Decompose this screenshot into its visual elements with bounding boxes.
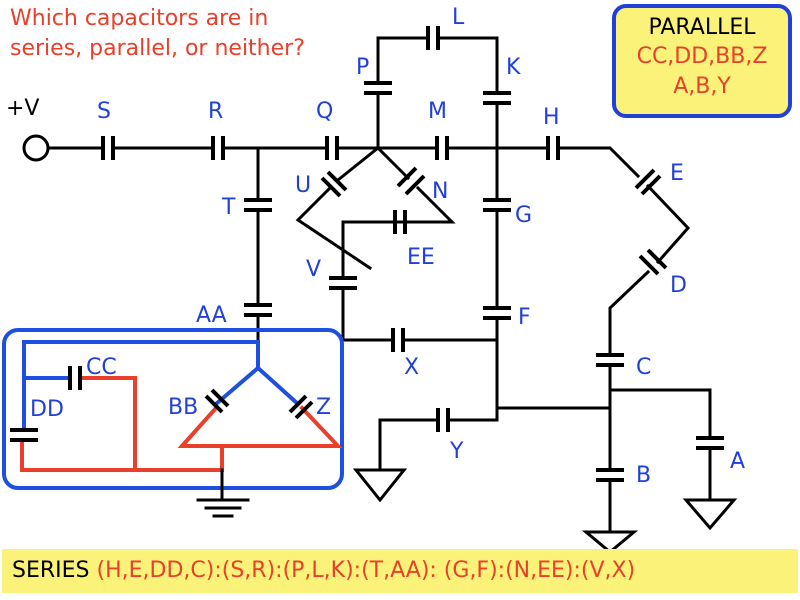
cap-label-BB: BB — [168, 395, 198, 420]
cap-label-L: L — [452, 5, 465, 30]
parallel-group-1: CC,DD,BB,Z — [636, 44, 768, 69]
cap-label-M: M — [428, 99, 447, 124]
cap-label-H: H — [543, 105, 560, 130]
cap-label-D: D — [670, 273, 687, 298]
cap-label-CC: CC — [86, 355, 117, 380]
cap-label-E: E — [670, 161, 684, 186]
cap-label-B: B — [636, 463, 651, 488]
parallel-subcircuit — [2, 328, 344, 518]
cap-label-EE: EE — [407, 245, 435, 270]
series-label: SERIES — [12, 558, 90, 583]
cap-label-V: V — [306, 257, 321, 282]
question-text: Which capacitors are in series, parallel… — [10, 6, 305, 61]
voltage-source-terminal — [22, 134, 50, 162]
cap-label-S: S — [97, 99, 111, 124]
parallel-answer-box: PARALLEL CC,DD,BB,Z A,B,Y — [612, 4, 792, 118]
ground-icon — [581, 530, 639, 554]
cap-label-R: R — [208, 99, 223, 124]
cap-label-F: F — [518, 305, 531, 330]
ground-icon — [682, 498, 738, 531]
circuit-wires — [46, 36, 712, 534]
cap-label-Q: Q — [316, 99, 333, 124]
cap-label-U: U — [295, 173, 311, 198]
source-label: +V — [6, 96, 39, 121]
cap-label-X: X — [404, 355, 419, 380]
cap-label-G: G — [515, 203, 532, 228]
cap-label-AA: AA — [196, 303, 227, 328]
capacitor-plates — [10, 26, 724, 482]
parallel-group-2: A,B,Y — [673, 74, 731, 99]
cap-label-T: T — [221, 195, 236, 220]
cap-label-P: P — [356, 55, 369, 80]
cap-label-DD: DD — [30, 397, 64, 422]
ground-icon — [352, 468, 408, 503]
cap-label-C: C — [636, 355, 651, 380]
cap-label-N: N — [432, 179, 448, 204]
series-answer-bar: SERIES (H,E,DD,C):(S,R):(P,L,K):(T,AA): … — [2, 549, 798, 593]
cap-label-Y: Y — [449, 439, 464, 464]
cap-label-K: K — [506, 55, 521, 80]
cap-label-Z: Z — [316, 395, 331, 420]
cap-label-A: A — [730, 449, 745, 474]
series-groups: (H,E,DD,C):(S,R):(P,L,K):(T,AA): (G,F):(… — [96, 558, 636, 583]
parallel-title: PARALLEL — [648, 15, 756, 40]
